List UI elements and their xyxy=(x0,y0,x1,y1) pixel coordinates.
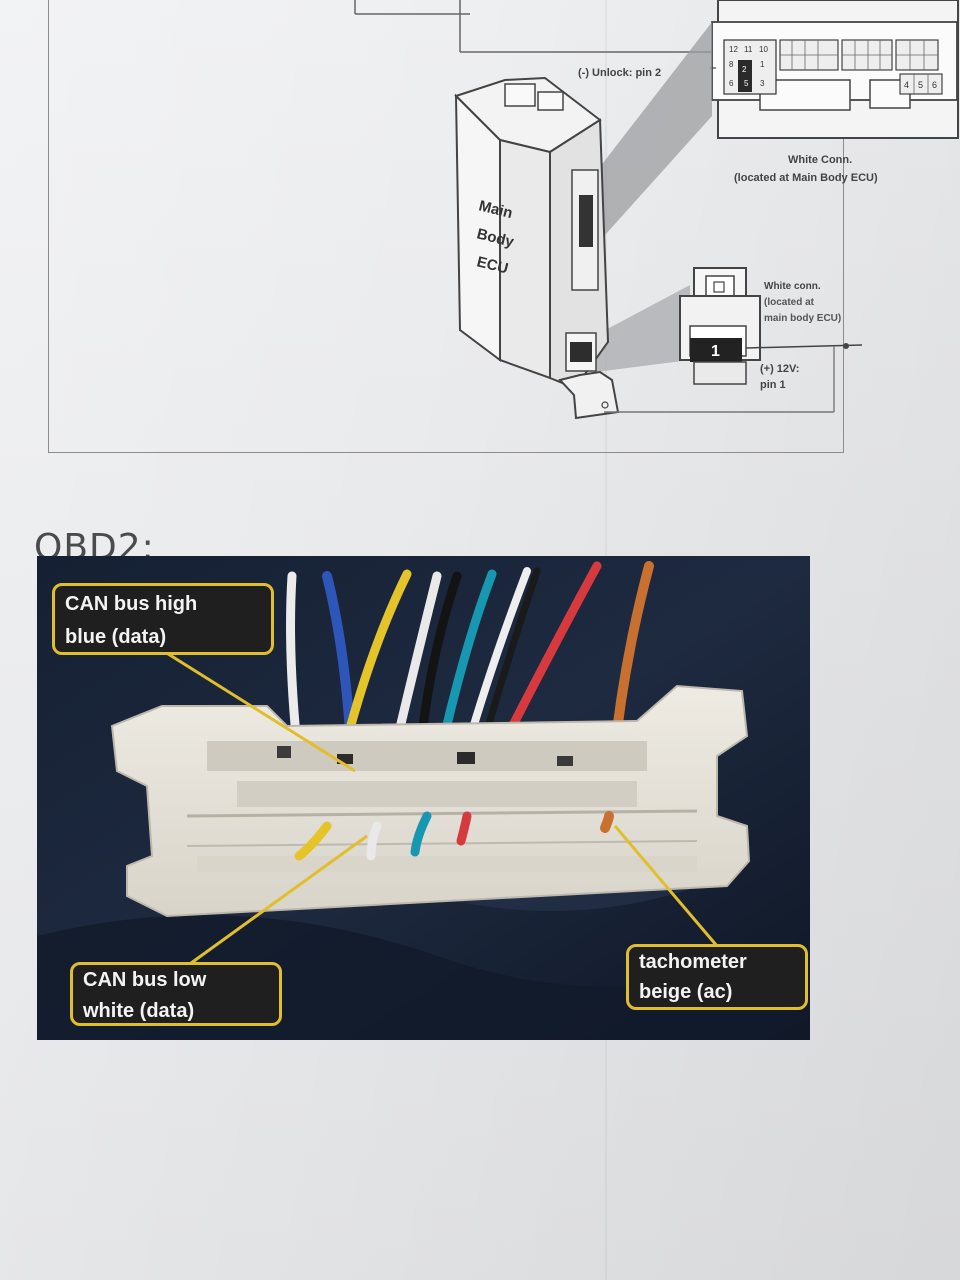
svg-text:1: 1 xyxy=(711,343,720,360)
can-high-color: blue (data) xyxy=(65,626,167,648)
obd2-connector-photo xyxy=(37,556,810,1040)
svg-text:10: 10 xyxy=(759,45,768,54)
white-conn-location: (located at Main Body ECU) xyxy=(734,172,878,184)
svg-text:1: 1 xyxy=(760,60,765,69)
tachometer-title: tachometer xyxy=(639,951,747,973)
svg-text:11: 11 xyxy=(744,45,753,54)
svg-text:pin 1: pin 1 xyxy=(760,379,786,391)
obd2-connector xyxy=(110,684,751,918)
can-low-title: CAN bus low xyxy=(83,969,207,991)
svg-text:6: 6 xyxy=(932,80,937,90)
svg-text:main body ECU): main body ECU) xyxy=(764,313,841,324)
white-connector-main: 12 11 10 8 2 1 6 5 3 4 5 6 xyxy=(711,0,959,139)
leader-can-low xyxy=(186,834,368,968)
projection-shade-bottom xyxy=(596,285,690,372)
main-body-ecu: Main Body ECU xyxy=(454,76,620,420)
power-pin-label: (+) 12V: xyxy=(760,363,799,375)
can-low-callout: CAN bus low white (data) xyxy=(70,962,282,1026)
svg-text:(located at: (located at xyxy=(764,297,815,308)
svg-text:4: 4 xyxy=(904,80,909,90)
power-wire xyxy=(745,344,863,349)
wiring-diagram: 12 11 10 8 2 1 6 5 3 4 5 6 xyxy=(354,0,959,420)
can-low-color: white (data) xyxy=(83,1000,195,1022)
white-connector-small: 1 xyxy=(679,267,761,385)
can-high-title: CAN bus high xyxy=(65,593,198,615)
leader-tachometer xyxy=(613,825,719,947)
leader-can-high xyxy=(164,650,356,773)
pin-grid-right: 4 5 6 xyxy=(899,73,943,95)
svg-text:5: 5 xyxy=(918,80,923,90)
svg-text:12: 12 xyxy=(729,45,738,54)
white-conn-label: White Conn. xyxy=(788,154,852,166)
tachometer-color: beige (ac) xyxy=(639,981,733,1003)
projection-shade-top xyxy=(596,22,712,245)
tachometer-callout: tachometer beige (ac) xyxy=(626,944,808,1010)
can-high-callout: CAN bus high blue (data) xyxy=(52,583,274,655)
svg-text:6: 6 xyxy=(729,79,734,88)
pin-grid-left: 12 11 10 8 2 1 6 5 3 xyxy=(723,39,777,95)
diagram-frame xyxy=(48,0,844,453)
svg-text:5: 5 xyxy=(744,79,749,88)
svg-text:2: 2 xyxy=(742,65,747,74)
svg-text:3: 3 xyxy=(760,79,765,88)
svg-text:8: 8 xyxy=(729,60,734,69)
small-conn-label: White conn. xyxy=(764,281,821,292)
unlock-pin-label: (-) Unlock: pin 2 xyxy=(578,67,661,79)
